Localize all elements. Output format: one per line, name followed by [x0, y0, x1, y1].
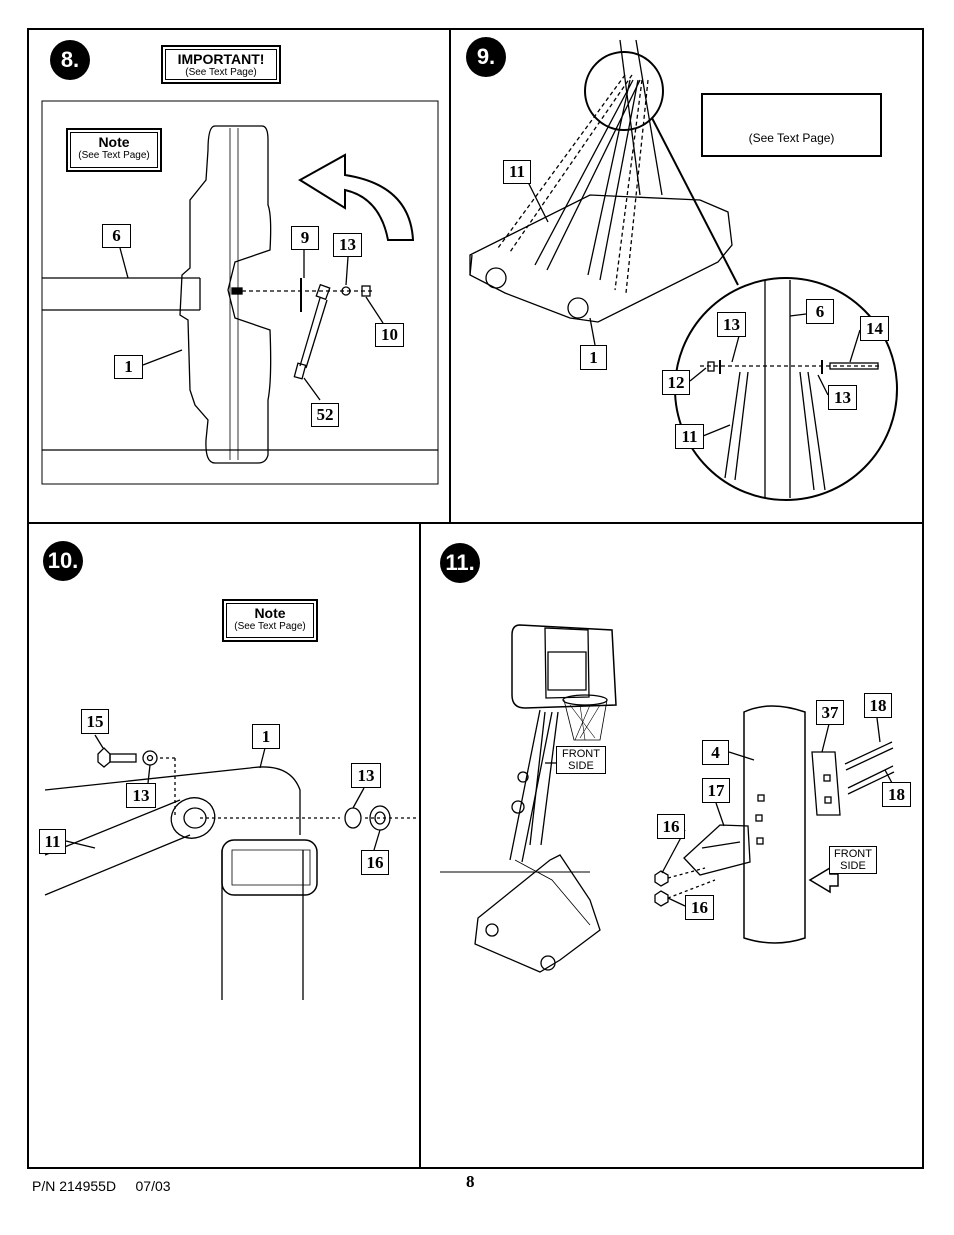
- front-side-label: FRONT SIDE: [829, 846, 877, 874]
- part-callout: 12: [662, 370, 690, 395]
- note-subtitle: (See Text Page): [234, 621, 306, 632]
- page-number: 8: [466, 1172, 475, 1191]
- step8-note-box: Note (See Text Page): [66, 128, 162, 172]
- part-callout: 14: [860, 316, 889, 341]
- note-title: Note: [254, 605, 286, 621]
- part-callout: 18: [864, 693, 892, 718]
- step-10-badge: 10.: [43, 541, 83, 581]
- part-callout: 11: [39, 829, 66, 854]
- step8-drawing: [41, 100, 439, 485]
- part-callout: 37: [816, 700, 844, 725]
- part-callout: 1: [114, 355, 143, 379]
- step11-drawing: [440, 624, 895, 973]
- front-side-label: FRONT SIDE: [556, 746, 606, 774]
- important-title: IMPORTANT!: [177, 51, 265, 67]
- part-callout: 15: [81, 709, 109, 734]
- step10-drawing: [44, 734, 420, 1000]
- part-callout: 11: [675, 424, 704, 449]
- part-callout: 4: [702, 740, 729, 765]
- part-callout: 13: [126, 783, 156, 808]
- part-callout: 6: [102, 224, 131, 248]
- step-8-badge: 8.: [50, 40, 90, 80]
- part-callout: 18: [882, 782, 911, 807]
- part-callout: 13: [717, 312, 746, 337]
- warning-subtitle: (See Text Page): [748, 131, 835, 145]
- part-callout: 52: [311, 403, 339, 427]
- part-callout: 6: [806, 299, 834, 324]
- part-callout: 1: [580, 345, 607, 370]
- part-callout: 1: [252, 724, 280, 749]
- note-subtitle: (See Text Page): [78, 150, 150, 161]
- part-callout: 9: [291, 226, 319, 250]
- part-number: P/N 214955D 07/03: [32, 1178, 171, 1194]
- part-callout: 16: [685, 895, 714, 920]
- part-callout: 16: [361, 850, 389, 875]
- important-box: IMPORTANT! (See Text Page): [161, 45, 281, 84]
- step-9-badge: 9.: [466, 37, 506, 77]
- warning-box: (See Text Page): [701, 93, 882, 157]
- note-title: Note: [98, 134, 130, 150]
- step-11-badge: 11.: [440, 543, 480, 583]
- important-subtitle: (See Text Page): [185, 67, 257, 78]
- part-callout: 13: [828, 385, 857, 410]
- page-frame: [27, 28, 924, 1169]
- part-callout: 13: [351, 763, 381, 788]
- step10-note-box: Note (See Text Page): [222, 599, 318, 642]
- part-callout: 11: [503, 160, 531, 184]
- part-callout: 13: [333, 233, 362, 257]
- part-callout: 17: [702, 778, 730, 803]
- step9-drawing: [469, 39, 898, 501]
- part-callout: 16: [657, 814, 685, 839]
- part-callout: 10: [375, 323, 404, 347]
